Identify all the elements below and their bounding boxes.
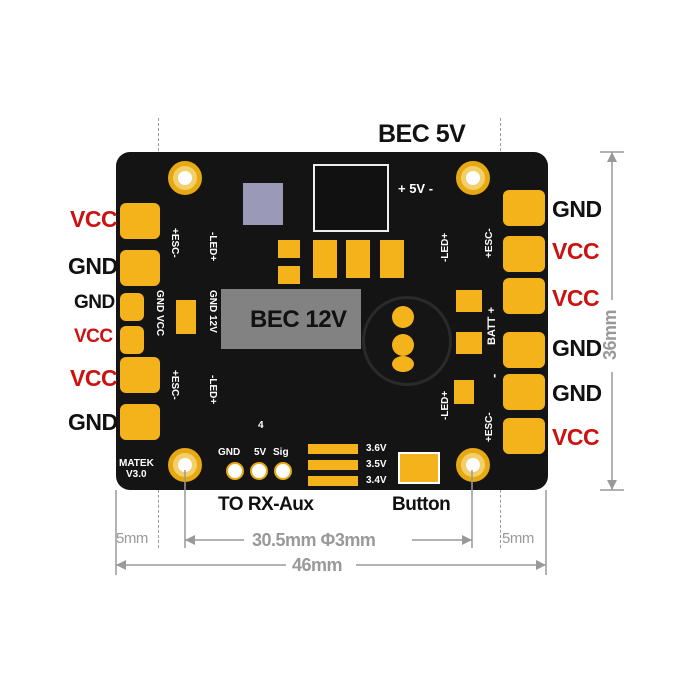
voltage-jumper-3	[308, 476, 358, 486]
smd-b	[278, 266, 300, 284]
button-label: Button	[392, 494, 451, 515]
right-pad-2	[503, 236, 545, 272]
smd-c	[313, 240, 337, 278]
smd-e	[380, 240, 404, 278]
right-label-1: GND	[552, 196, 602, 222]
mount-hole-br	[456, 448, 490, 482]
voltage-jumper-1	[308, 444, 358, 454]
right-label-6: VCC	[552, 424, 600, 450]
3.5v-silk: 3.5V	[366, 459, 387, 470]
mount-hole-tr	[456, 161, 490, 195]
width-dim: 46mm	[292, 555, 343, 575]
rx-aux-label: TO RX-Aux	[218, 494, 314, 515]
battery-hole-1	[392, 306, 414, 328]
smd-d	[346, 240, 370, 278]
right-margin-dim: 5mm	[502, 530, 534, 547]
left-pad-6	[120, 404, 160, 440]
button-component	[398, 452, 440, 484]
bec-12v-label: BEC 12V	[250, 306, 347, 333]
left-pad-5	[120, 357, 160, 393]
right-pad-4	[503, 332, 545, 368]
left-label-6: GND	[68, 409, 118, 435]
battery-hole-2	[392, 334, 414, 356]
left-pad-3	[120, 293, 144, 321]
four-silk: 4	[258, 420, 264, 431]
right-pad-3	[503, 278, 545, 314]
left-label-5: VCC	[70, 365, 118, 391]
left-label-3: GND	[74, 292, 115, 313]
right-label-2: VCC	[552, 238, 600, 264]
battery-hole-3	[392, 356, 414, 372]
5v-silk: 5V	[254, 447, 267, 458]
left-label-4: VCC	[74, 326, 113, 347]
rx-pin-sig	[274, 462, 292, 480]
bec-12v-box	[221, 289, 361, 349]
smd-g	[456, 332, 482, 354]
smd-a	[278, 240, 300, 258]
right-pad-1	[503, 190, 545, 226]
left-pad-1	[120, 203, 160, 239]
right-pad-5	[503, 374, 545, 410]
right-label-5: GND	[552, 380, 602, 406]
3.6v-silk: 3.6V	[366, 443, 387, 454]
chip-square	[243, 183, 283, 225]
smd-i	[454, 380, 474, 404]
matek-version-silk: V3.0	[126, 469, 147, 480]
smd-f	[456, 290, 482, 312]
regulator-5v	[313, 164, 389, 232]
left-label-2: GND	[68, 253, 118, 279]
left-margin-dim: 5mm	[116, 530, 148, 547]
plus-5v-silk: + 5V -	[398, 181, 434, 196]
3.4v-silk: 3.4V	[366, 475, 387, 486]
mount-hole-tl	[168, 161, 202, 195]
bec-5v-label: BEC 5V	[378, 120, 466, 148]
right-label-4: GND	[552, 335, 602, 361]
right-label-3: VCC	[552, 285, 600, 311]
left-pad-2	[120, 250, 160, 286]
center-dim: 30.5mm Φ3mm	[252, 530, 376, 550]
smd-h	[176, 300, 196, 334]
voltage-jumper-2	[308, 460, 358, 470]
gnd-silk: GND	[218, 447, 241, 458]
right-pad-6	[503, 418, 545, 454]
matek-silk: MATEK	[119, 458, 154, 469]
rx-pin-gnd	[226, 462, 244, 480]
height-dim: 36mm	[600, 309, 620, 360]
left-pad-4	[120, 326, 144, 354]
rx-pin-5v	[250, 462, 268, 480]
left-label-1: VCC	[70, 206, 118, 232]
sig-silk: Sig	[273, 447, 289, 458]
